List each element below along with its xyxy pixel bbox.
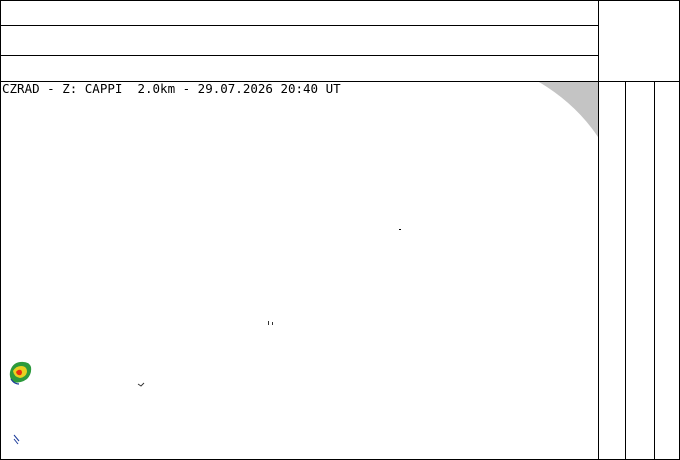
echo-speck-4 [137,382,145,387]
echo-speck-2 [268,321,269,325]
outer-border-left [0,0,1,460]
side-column-divider-1 [625,81,626,460]
header-row-2[interactable] [1,26,598,55]
side-column-3[interactable] [655,82,679,459]
header-corner-panel[interactable] [599,1,679,81]
echo-cell-west [9,361,32,385]
echo-streak-2 [13,438,19,445]
side-column-divider-2 [654,81,655,460]
out-of-range-area [539,82,598,137]
side-column-2[interactable] [626,82,654,459]
header-divider-3 [0,81,680,82]
echo-speck-1 [399,229,401,230]
outer-border-top [0,0,680,1]
side-column-1[interactable] [599,82,625,459]
header-row-3[interactable] [1,56,598,81]
radar-map[interactable] [1,82,598,459]
echo-streak-1 [13,434,20,442]
echo-speck-3 [272,322,273,325]
header-divider-2 [0,55,598,56]
map-right-border [598,0,599,460]
map-title: CZRAD - Z: CAPPI 2.0km - 29.07.2026 20:4… [2,81,341,96]
header-row-1[interactable] [1,1,598,25]
header-divider-1 [0,25,598,26]
echo-cell-edge [10,378,20,385]
echo-cell-strong [16,369,22,376]
